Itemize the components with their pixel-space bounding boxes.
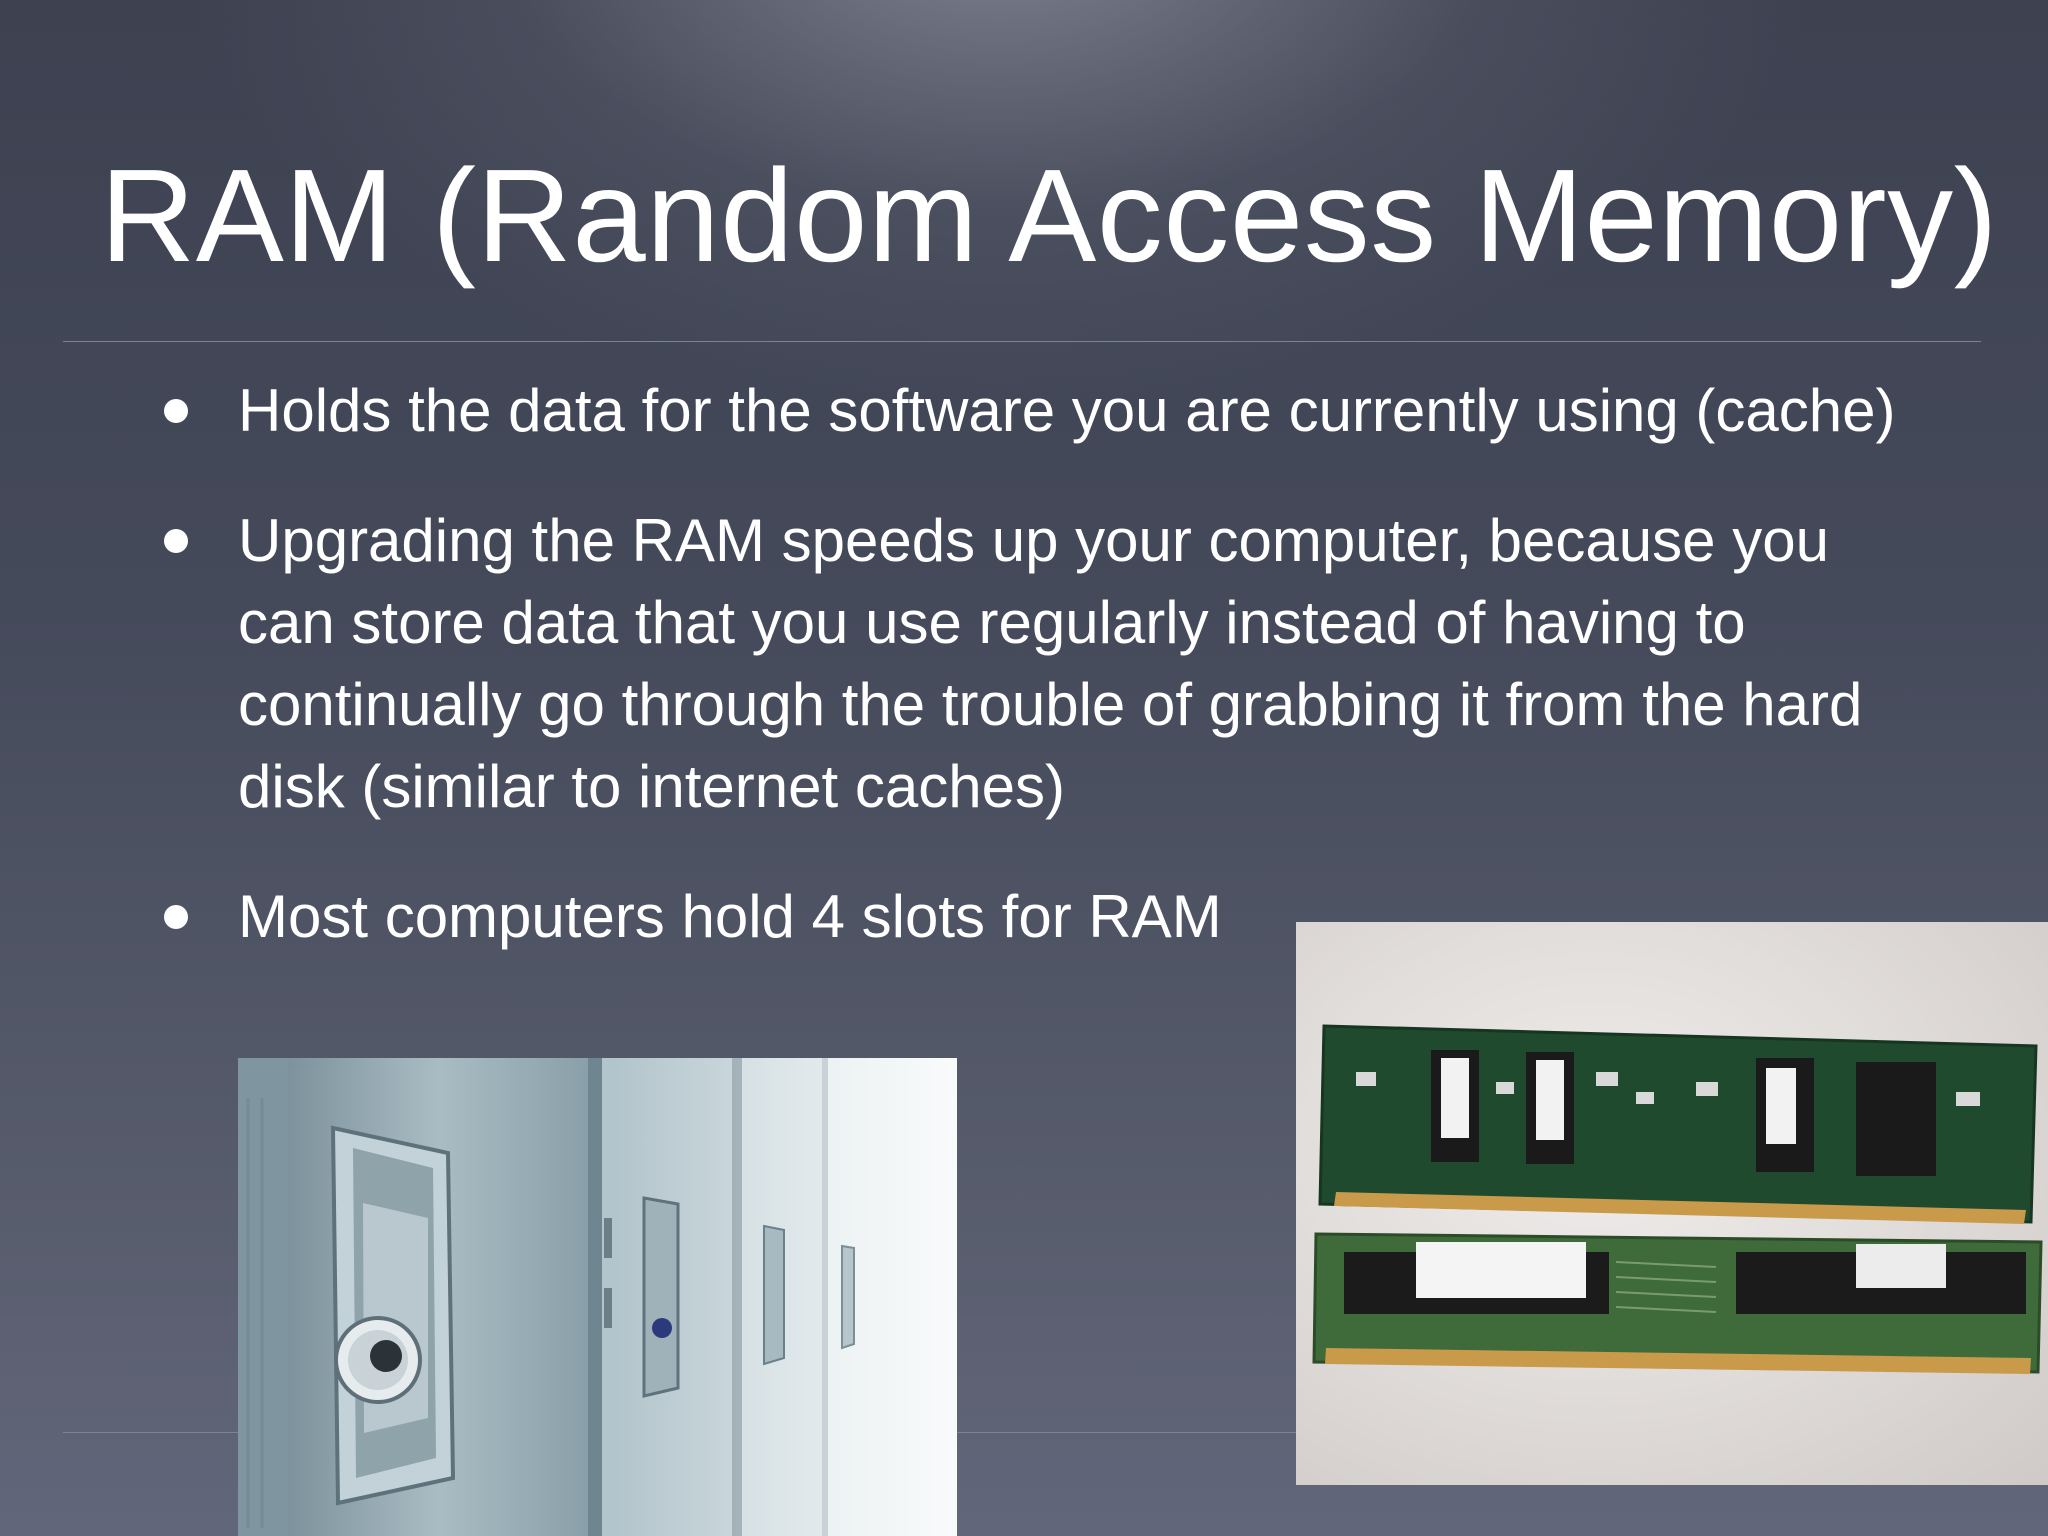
bullet-item: Most computers hold 4 slots for RAM	[160, 876, 1920, 958]
footer-divider	[63, 1432, 1981, 1433]
bullet-text: Upgrading the RAM speeds up your compute…	[238, 507, 1863, 820]
bullet-text: Holds the data for the software you are …	[238, 377, 1896, 444]
bullet-dot-icon	[164, 905, 188, 929]
slide-title: RAM (Random Access Memory)	[100, 142, 1999, 289]
bullet-list: Holds the data for the software you are …	[160, 370, 1920, 1006]
title-divider	[63, 341, 1981, 342]
ram-modules-photo-icon	[1296, 922, 2048, 1485]
bullet-dot-icon	[164, 399, 188, 423]
bullet-item: Upgrading the RAM speeds up your compute…	[160, 500, 1920, 828]
bullet-dot-icon	[164, 529, 188, 553]
locker-photo-icon	[238, 1058, 957, 1536]
bullet-text: Most computers hold 4 slots for RAM	[238, 883, 1222, 950]
bullet-item: Holds the data for the software you are …	[160, 370, 1920, 452]
